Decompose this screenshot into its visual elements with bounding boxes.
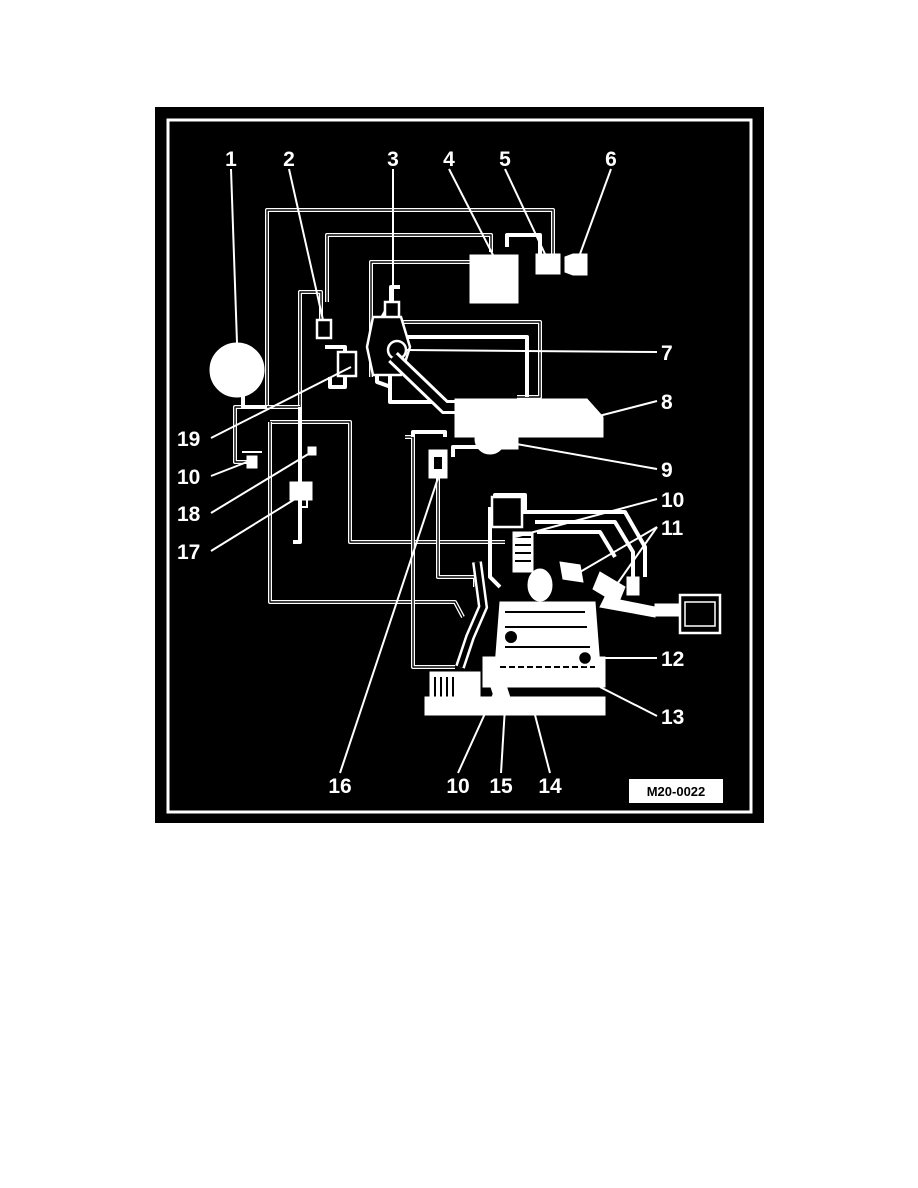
callout-10-right: 10 [661, 489, 684, 512]
diagram-canvas: 1 2 3 4 5 6 7 8 9 10 10 11 12 13 10 15 1… [166, 118, 753, 814]
vacuum-hose-diagram: 1 2 3 4 5 6 7 8 9 10 10 11 12 13 10 15 1… [155, 107, 764, 823]
callout-2: 2 [283, 148, 295, 171]
hose-engine-right-2 [535, 520, 635, 577]
hose-3-left [389, 285, 400, 302]
hose-engine-top-left [488, 507, 502, 589]
connector-to-ecu [599, 596, 656, 618]
inner-frame [166, 118, 753, 814]
hose-valve-17 [293, 407, 302, 544]
callout-13: 13 [661, 706, 684, 729]
callout-1: 1 [225, 148, 237, 171]
engine-block-base [424, 696, 606, 716]
engine-assembly [424, 495, 722, 716]
callout-16: 16 [328, 775, 351, 798]
throttle-top [490, 495, 524, 529]
callout-17: 17 [177, 541, 200, 564]
vacuum-reservoir [209, 342, 265, 398]
callouts: 1 2 3 4 5 6 7 8 9 10 10 11 12 13 10 15 1… [177, 148, 684, 798]
hose-network [233, 208, 647, 669]
hose-engine-right-3 [537, 530, 617, 559]
callout-4: 4 [443, 148, 455, 171]
throttle-valve [527, 568, 553, 602]
callout-9: 9 [661, 459, 673, 482]
hose-engine-right-1 [505, 510, 647, 577]
control-box-4 [469, 254, 519, 304]
callout-15: 15 [489, 775, 513, 798]
valve-17 [289, 481, 313, 501]
hose-valve-2 [298, 290, 323, 407]
callout-5: 5 [499, 148, 511, 171]
hose-3-down [388, 375, 437, 404]
callout-8: 8 [661, 391, 673, 414]
solenoid-6 [564, 253, 588, 276]
figure-code-box [629, 779, 723, 803]
hose-to-valve-9 [411, 430, 447, 437]
hose-to-canister-inner [395, 335, 529, 397]
valve-18 [307, 446, 317, 456]
hose-to-valve-5 [505, 233, 542, 255]
callout-10-bottom: 10 [446, 775, 469, 798]
callout-3: 3 [387, 148, 399, 171]
hose-top-inner [325, 233, 493, 302]
valve-9-housing [499, 428, 519, 450]
callout-18: 18 [177, 503, 201, 526]
leader-lines [210, 168, 658, 774]
valve-5 [535, 253, 561, 275]
sensor-12 [576, 649, 594, 667]
figure-code: M20-0022 [647, 784, 706, 799]
callout-11: 11 [661, 517, 684, 540]
valve-19 [336, 350, 358, 378]
valve-2 [315, 318, 333, 340]
manifold-plug [505, 631, 517, 643]
check-valve-10-left [246, 455, 258, 469]
callout-7: 7 [661, 342, 673, 365]
components [209, 253, 722, 716]
callout-12: 12 [661, 648, 684, 671]
hose-19-loop [328, 377, 347, 389]
callout-19: 19 [177, 428, 200, 451]
callout-6: 6 [605, 148, 617, 171]
callout-14: 14 [538, 775, 562, 798]
hose-from-reservoir [233, 405, 300, 464]
callout-10-left: 10 [177, 466, 200, 489]
valve-11 [559, 561, 584, 583]
